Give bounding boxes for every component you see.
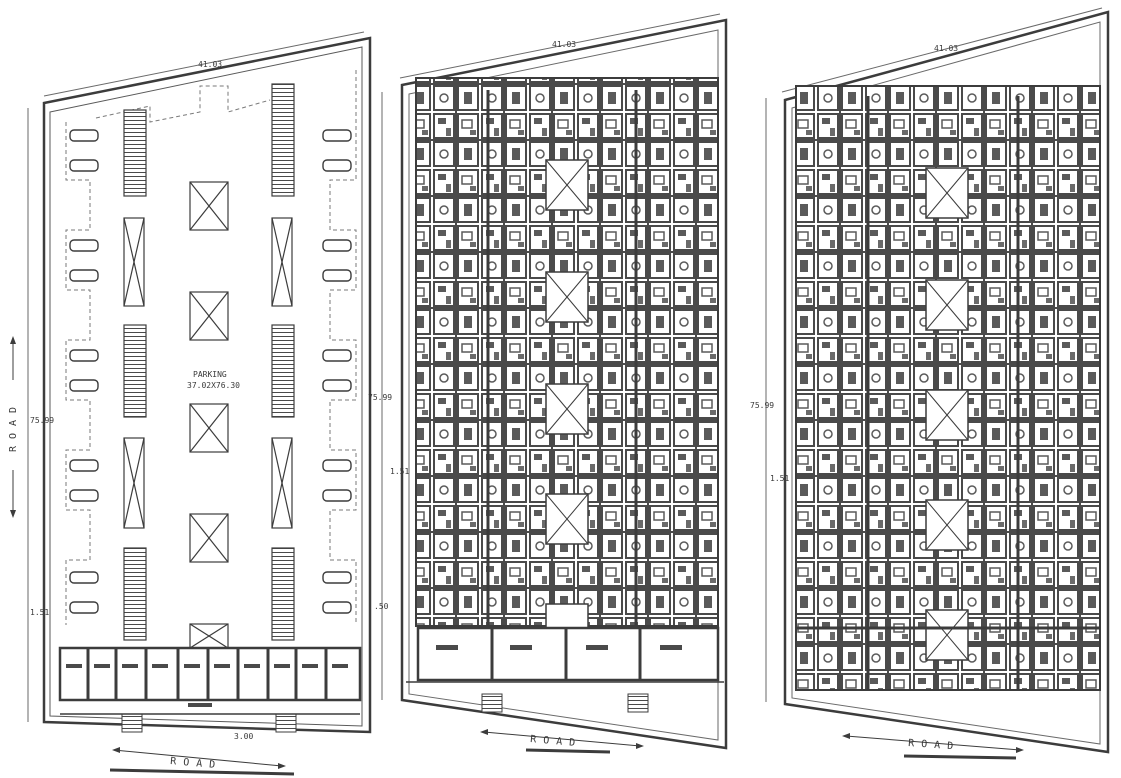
- top-width-label: 41.03: [198, 60, 222, 69]
- road-side-label: ROAD: [8, 400, 19, 452]
- dashed-outline-right: [329, 70, 357, 625]
- arrow-right-icon: [278, 763, 286, 769]
- dashed-outline-top: [95, 85, 271, 123]
- road-underline: [109, 768, 295, 776]
- parking-label: PARKING: [193, 370, 227, 379]
- dashed-outline-left: [65, 122, 91, 625]
- shop-row: [58, 646, 362, 733]
- side-length-label: 75.99: [750, 401, 774, 410]
- top-dimension-line: [781, 7, 1103, 93]
- site-boundary: [400, 18, 728, 750]
- side-length-label: 75.99: [30, 416, 54, 425]
- arrow-down-icon: [10, 510, 16, 518]
- arrow-right-icon: [636, 743, 644, 749]
- side-offset-label: 1.51: [770, 474, 789, 483]
- courtyard-crosses: [925, 167, 969, 661]
- top-width-label: 41.03: [934, 44, 958, 53]
- typical-plan-1: 41.03 75.99 1.51 .50: [368, 13, 728, 754]
- corridors: [486, 90, 638, 626]
- road-bottom-label: ROAD: [170, 756, 223, 771]
- site-boundary: [42, 36, 372, 734]
- arrow-up-icon: [10, 336, 16, 344]
- setback-line: [49, 46, 363, 727]
- road-bottom-label: ROAD: [530, 734, 583, 749]
- top-dimension-line: [43, 31, 365, 97]
- arrow-left-icon: [842, 733, 850, 739]
- side-offset-label: 1.51: [30, 608, 49, 617]
- site-boundary: [783, 10, 1110, 754]
- corridors: [796, 96, 1100, 690]
- top-dimension-line: [399, 13, 721, 79]
- parked-cars: [69, 129, 352, 614]
- parking-size-label: 37.02X76.30: [187, 381, 240, 390]
- side-length-label: 75.99: [368, 393, 392, 402]
- road-bottom-label: ROAD: [908, 738, 961, 753]
- setback-line: [791, 21, 1101, 745]
- top-width-label: 41.03: [552, 40, 576, 49]
- side-offset-label: 1.51: [390, 467, 409, 476]
- road-arrow-line: [845, 735, 1021, 751]
- road-arrow-line: [483, 731, 641, 747]
- road-arrow-line: [113, 749, 283, 767]
- bottom-dim-label: .50: [374, 602, 389, 611]
- shafts: [123, 181, 293, 649]
- stair-cores: [123, 83, 295, 641]
- arrow-left-icon: [480, 729, 488, 735]
- shop-row: [406, 626, 724, 713]
- road-underline: [903, 754, 1017, 760]
- arrow-right-icon: [1016, 747, 1024, 753]
- typical-plan-2: 41.03 75.99 1.51 ROAD: [750, 7, 1110, 760]
- bottom-dim-label: 3.00: [234, 732, 253, 741]
- setback-line: [408, 29, 719, 741]
- parking-plan: 41.03 75.99 1.51 ROAD: [8, 31, 372, 776]
- arrow-left-icon: [112, 747, 120, 753]
- courtyard-crosses: [545, 159, 589, 545]
- road-underline: [525, 748, 611, 754]
